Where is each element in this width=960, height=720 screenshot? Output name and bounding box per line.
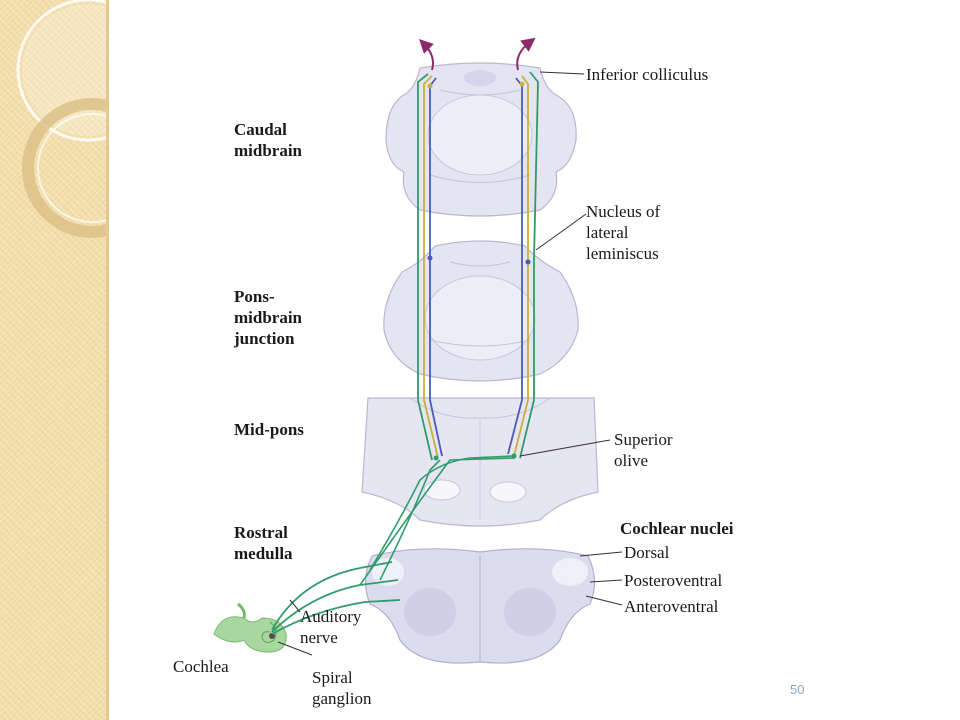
label-inferior-colliculus: Inferior colliculus bbox=[586, 65, 709, 84]
sidebar-circles-decoration bbox=[16, 0, 106, 238]
label-cochlea: Cochlea bbox=[173, 657, 229, 676]
decorative-sidebar bbox=[0, 0, 109, 720]
cochlea-shape bbox=[213, 602, 287, 653]
mid-pons-section bbox=[361, 397, 599, 527]
label-caudal-midbrain: Caudal midbrain bbox=[234, 120, 303, 160]
label-dorsal: Dorsal bbox=[624, 543, 670, 562]
label-superior-olive: Superior olive bbox=[614, 430, 673, 470]
label-leader-lines bbox=[277, 71, 623, 656]
rostral-medulla-section bbox=[364, 548, 596, 664]
lateral-lemniscus-fibers bbox=[417, 71, 539, 461]
auditory-nerve-fibers bbox=[271, 561, 401, 635]
label-anteroventral: Anteroventral bbox=[624, 597, 719, 616]
pons-midbrain-section bbox=[383, 240, 579, 382]
label-auditory-nerve: Auditory nerve bbox=[300, 607, 362, 647]
output-arrows bbox=[419, 37, 536, 71]
label-pons-midbrain-junction: Pons- midbrain junction bbox=[234, 287, 303, 348]
label-spiral-ganglion: Spiral ganglion bbox=[312, 668, 372, 708]
synapse-markers bbox=[427, 81, 531, 461]
label-rostral-medulla: Rostral medulla bbox=[234, 523, 293, 563]
cochlear-to-olive-fibers bbox=[359, 455, 516, 586]
label-nucleus-lateral-lemniscus: Nucleus of lateral leminiscus bbox=[586, 202, 661, 263]
label-cochlear-nuclei: Cochlear nuclei bbox=[620, 519, 734, 538]
page-number: 50 bbox=[790, 682, 805, 697]
label-posteroventral: Posteroventral bbox=[624, 571, 723, 590]
label-mid-pons: Mid-pons bbox=[234, 420, 304, 439]
caudal-midbrain-section bbox=[385, 62, 577, 217]
